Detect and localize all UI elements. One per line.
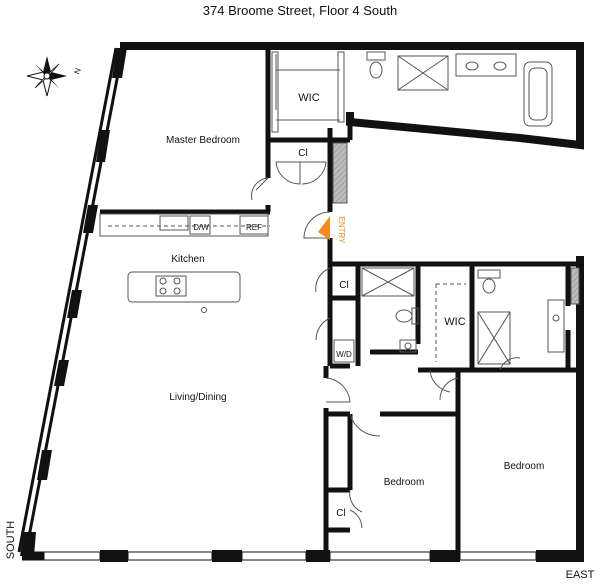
compass-north-label: N	[72, 67, 83, 76]
label-bedroom-center: Bedroom	[384, 477, 425, 488]
label-entry: ENTRY	[337, 217, 346, 245]
west-wall-piers	[20, 48, 127, 556]
door-swings-bedrooms	[325, 377, 459, 529]
bath-three-fixtures	[429, 269, 565, 393]
room-labels: Master Bedroom WIC Cl D/W REF Kitchen EN…	[166, 92, 544, 519]
linen-shelving	[570, 267, 580, 305]
bath-two-fixtures	[361, 267, 419, 353]
kitchen-counter	[99, 213, 270, 237]
interior-walls	[100, 48, 580, 556]
exterior-walls	[17, 42, 584, 562]
label-wic-master: WIC	[298, 92, 319, 104]
label-closet-bedroom: Cl	[336, 508, 345, 519]
edge-label-east: EAST	[566, 569, 595, 581]
compass-rose-icon	[26, 56, 67, 97]
door-swings-master	[251, 161, 327, 201]
plan-title: 374 Broome Street, Floor 4 South	[202, 3, 398, 18]
kitchen-island	[127, 271, 241, 313]
label-washer-dryer: W/D	[336, 350, 352, 359]
label-kitchen: Kitchen	[171, 254, 204, 265]
master-closet-shelving	[332, 142, 348, 204]
label-master-bedroom: Master Bedroom	[166, 135, 240, 146]
label-living-dining: Living/Dining	[169, 392, 226, 403]
south-wall-piers	[100, 550, 584, 562]
label-closet-master: Cl	[298, 148, 307, 159]
entry-door-swing	[303, 211, 331, 239]
label-dishwasher: D/W	[193, 223, 209, 232]
label-bedroom-east: Bedroom	[504, 461, 545, 472]
label-wic-second: WIC	[444, 316, 465, 328]
label-closet-hall: Cl	[339, 280, 348, 291]
hall-fixtures	[315, 267, 355, 363]
label-refrigerator: REF	[246, 223, 262, 232]
edge-label-south: SOUTH	[5, 521, 17, 560]
master-bath-fixtures	[271, 51, 553, 163]
entry-arrow-icon	[318, 216, 330, 240]
